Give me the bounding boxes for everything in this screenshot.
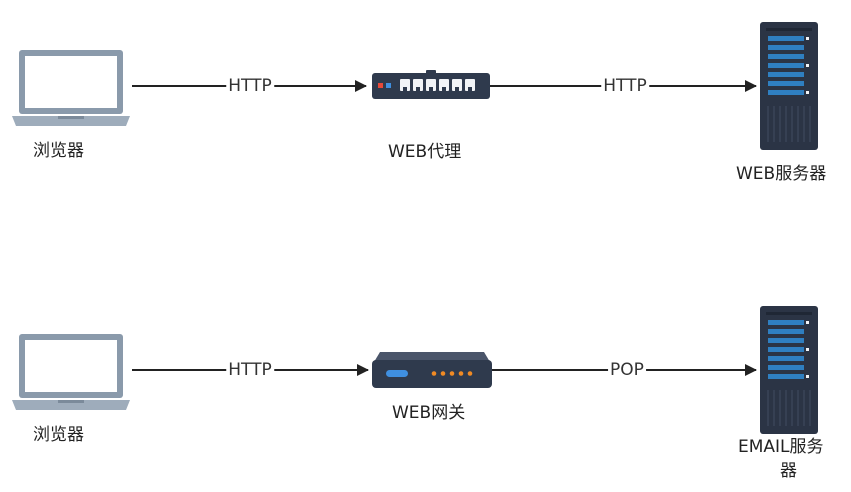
row1-browser-label: 浏览器 [33,141,84,161]
laptop-icon [12,334,130,410]
row2-browser-label: 浏览器 [33,425,84,445]
row1-proxy-label: WEB代理 [388,142,462,162]
row1-edge1-label: HTTP [226,76,274,96]
server-icon [760,22,818,150]
server-icon [760,306,818,434]
row2-edge2-label: POP [608,360,646,380]
switch-icon [372,70,490,99]
row2-edge1-label: HTTP [226,360,274,380]
row2-server-label-line1: EMAIL服务 [738,437,824,457]
gateway-router-icon [372,352,492,388]
row1-server-label: WEB服务器 [736,164,827,184]
row2-gateway-label: WEB网关 [392,403,466,423]
laptop-icon [12,50,130,126]
row1-edge2-label: HTTP [601,76,649,96]
row2-server-label-line2: 器 [780,461,797,481]
